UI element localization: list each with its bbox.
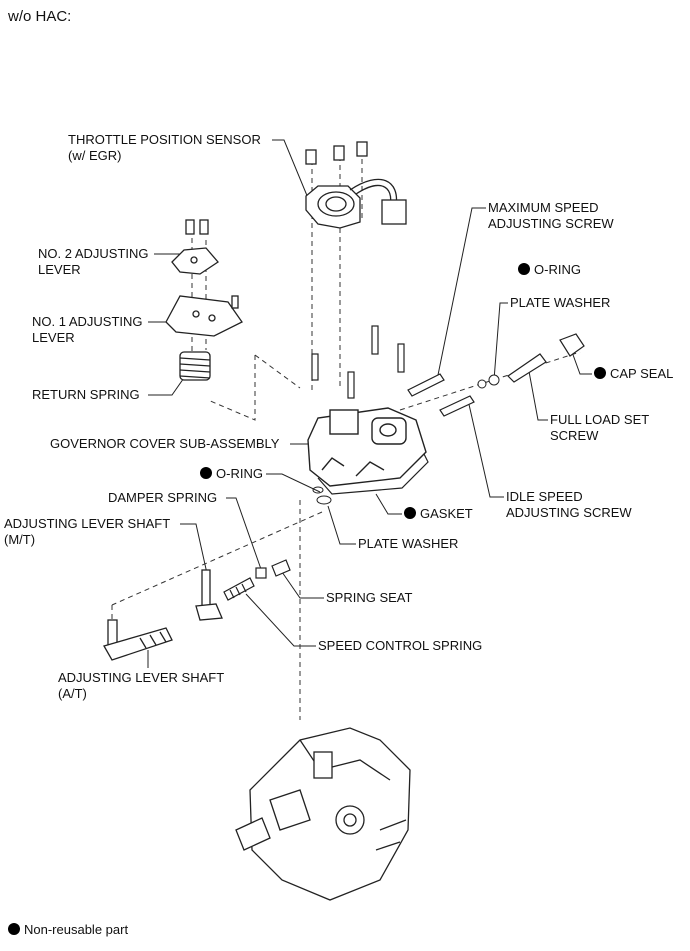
label-spring-seat: SPRING SEAT: [326, 590, 413, 605]
non-reusable-marker: [200, 467, 212, 479]
label-full-load-2: SCREW: [550, 428, 599, 443]
label-damper-spring: DAMPER SPRING: [108, 490, 218, 505]
leader-cap-seal: [571, 351, 592, 375]
leader-gasket: [375, 493, 402, 515]
maximum-speed-screw-art: [407, 373, 445, 397]
leader-speed-control: [245, 593, 316, 647]
label-speed-control-spring: SPEED CONTROL SPRING: [318, 638, 483, 653]
label-no2-lever-1: NO. 2 ADJUSTING: [38, 246, 149, 261]
leader-plate-washer-mid: [327, 505, 356, 545]
label-return-spring: RETURN SPRING: [32, 387, 140, 402]
label-no1-lever-2: LEVER: [32, 330, 75, 345]
label-idle-speed-2: ADJUSTING SCREW: [506, 505, 632, 520]
label-no1-lever-1: NO. 1 ADJUSTING: [32, 314, 143, 329]
label-adj-shaft-mt-2: (M/T): [4, 532, 36, 547]
leader-idle-speed: [467, 399, 504, 498]
return-spring-art: [179, 351, 211, 381]
leader-damper-spring: [226, 497, 263, 573]
governor-cover-art: [307, 407, 429, 495]
label-full-load-1: FULL LOAD SET: [550, 412, 650, 427]
leader-plate-washer-top: [493, 302, 508, 381]
leader-adj-shaft-mt: [180, 523, 209, 579]
label-governor-cover: GOVERNOR COVER SUB-ASSEMBLY: [50, 436, 280, 451]
label-adj-shaft-mt-1: ADJUSTING LEVER SHAFT: [4, 516, 171, 531]
label-throttle-position-sensor: THROTTLE POSITION SENSOR: [68, 132, 261, 147]
label-adj-shaft-at-1: ADJUSTING LEVER SHAFT: [58, 670, 225, 685]
label-adj-shaft-at-2: (A/T): [58, 686, 87, 701]
label-maximum-speed-2: ADJUSTING SCREW: [488, 216, 614, 231]
leader-return-spring: [148, 374, 187, 396]
label-maximum-speed-1: MAXIMUM SPEED: [488, 200, 599, 215]
non-reusable-marker: [594, 367, 606, 379]
non-reusable-marker: [404, 507, 416, 519]
leader-spring-seat: [281, 571, 324, 599]
diagram-title: w/o HAC:: [8, 8, 72, 25]
label-oring-mid: O-RING: [200, 466, 263, 482]
adj-lever-shaft-mt-art: [195, 569, 223, 621]
label-oring-top: O-RING: [518, 262, 581, 278]
cap-seal-art: [559, 333, 585, 357]
label-plate-washer-mid: PLATE WASHER: [358, 536, 459, 551]
label-plate-washer-top: PLATE WASHER: [510, 295, 611, 310]
no1-adjusting-lever-art: [165, 295, 243, 337]
speed-control-spring-art: [223, 577, 255, 601]
legend: Non-reusable part: [8, 922, 128, 938]
injection-pump-art: [235, 727, 411, 901]
idle-speed-screw-art: [439, 395, 475, 417]
leader-throttle-sensor: [272, 139, 309, 199]
label-cap-seal: CAP SEAL: [594, 366, 673, 382]
leader-oring-mid: [266, 473, 321, 493]
label-idle-speed-1: IDLE SPEED: [506, 489, 583, 504]
leader-max-speed: [437, 207, 486, 376]
label-throttle-position-sensor-sub: (w/ EGR): [68, 148, 122, 163]
cover-bolts-art: [311, 325, 405, 399]
adj-lever-shaft-at-art: [103, 619, 173, 661]
label-no2-lever-2: LEVER: [38, 262, 81, 277]
label-gasket: GASKET: [404, 506, 473, 522]
no2-adjusting-lever-art: [171, 219, 219, 275]
non-reusable-marker: [518, 263, 530, 275]
leader-full-load: [527, 365, 548, 421]
non-reusable-marker: [8, 923, 20, 935]
throttle-position-sensor-art: [305, 141, 407, 229]
full-load-screw-art: [507, 353, 547, 383]
